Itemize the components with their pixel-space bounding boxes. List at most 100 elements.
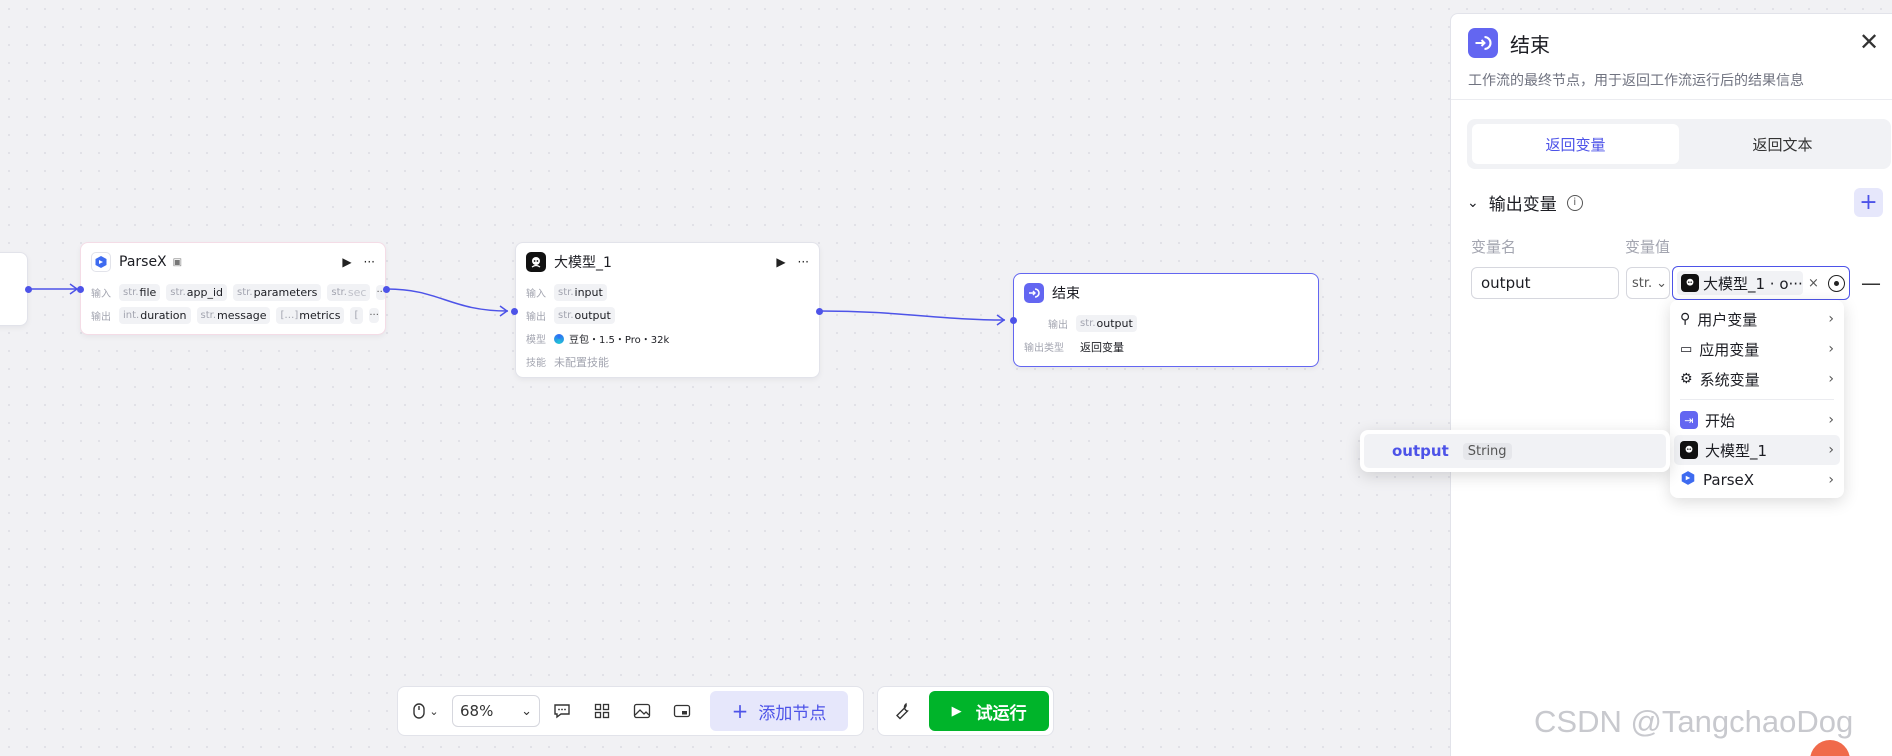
debug-settings-icon[interactable] (882, 693, 925, 729)
minimap-icon[interactable] (664, 693, 700, 729)
node-title: ParseX (119, 254, 167, 270)
test-run-button[interactable]: ▶ 试运行 (929, 691, 1049, 731)
end-node[interactable]: 结束 输出 str.output 输出类型 返回变量 (1013, 273, 1319, 367)
chevron-right-icon: › (1828, 472, 1834, 488)
parsex-icon (1680, 470, 1696, 490)
chevron-down-icon[interactable]: ⌄ (1467, 194, 1479, 211)
watermark: CSDN @TangchaoDog (1534, 704, 1854, 739)
remove-variable-button[interactable]: — (1861, 271, 1881, 295)
more-options-icon[interactable]: ··· (797, 255, 809, 269)
folder-icon: ▭ (1680, 341, 1693, 357)
chevron-right-icon: › (1828, 442, 1834, 458)
tab-return-variable[interactable]: 返回变量 (1472, 124, 1679, 164)
var-type-select[interactable]: str. ⌄ (1626, 267, 1670, 299)
variable-picker-icon[interactable] (1828, 274, 1845, 292)
output-tag-message: str.message (196, 307, 271, 324)
end-output-type-row: 输出类型 返回变量 (1014, 335, 1318, 358)
output-vars-section-header[interactable]: ⌄ 输出变量 i (1467, 190, 1583, 215)
input-tag-file: str.file (119, 284, 161, 301)
output-type-label: 输出类型 (1024, 343, 1064, 354)
comment-icon[interactable] (544, 693, 580, 729)
close-icon[interactable]: ✕ (1858, 28, 1880, 56)
more-options-icon[interactable]: ··· (363, 255, 375, 269)
layout-icon[interactable] (584, 693, 620, 729)
chevron-down-icon: ⌄ (521, 703, 532, 719)
user-icon: ⚲ (1680, 311, 1691, 327)
plus-icon: + (731, 699, 749, 723)
output-label: 输出 (526, 312, 546, 323)
output-tag: str.output (554, 307, 615, 324)
interaction-mode-button[interactable]: ⌄ (404, 693, 448, 729)
input-label: 输入 (91, 289, 111, 300)
node-title: 结束 (1052, 286, 1080, 302)
start-output-port[interactable] (25, 286, 32, 293)
start-node-partial[interactable] (0, 252, 28, 326)
run-toolbar: ▶ 试运行 (877, 686, 1054, 736)
llm-output-port[interactable] (816, 308, 823, 315)
ref-tag: 大模型_1 · o··· (1677, 271, 1803, 295)
output-label: 输出 (91, 312, 111, 323)
dropdown-item-parsex[interactable]: ParseX › (1674, 465, 1840, 495)
add-node-button[interactable]: + 添加节点 (710, 691, 848, 731)
panel-title: 结束 (1510, 32, 1550, 57)
avatar (1810, 740, 1850, 756)
clear-icon[interactable]: × (1808, 275, 1819, 291)
panel-description: 工作流的最终节点，用于返回工作流运行后的结果信息 (1468, 73, 1804, 89)
llm-input-port[interactable] (511, 308, 518, 315)
chevron-right-icon: › (1828, 371, 1834, 387)
skill-label: 技能 (526, 358, 546, 369)
input-tag: str.input (554, 284, 607, 301)
output-type-value: 返回变量 (1080, 340, 1124, 354)
parsex-node[interactable]: ParseX ▣ ▶ ··· 输入 str.file str.app_id st… (80, 242, 386, 335)
llm-input-row: 输入 str.input (516, 281, 819, 304)
llm-icon (526, 252, 546, 272)
var-name-input[interactable]: output (1471, 267, 1619, 299)
submenu-var-name: output (1392, 442, 1449, 460)
llm-model-row: 模型 豆包・1.5・Pro・32k (516, 327, 819, 350)
end-input-port[interactable] (1010, 317, 1017, 324)
var-reference-select[interactable]: 大模型_1 · o··· × (1672, 266, 1850, 300)
run-node-icon[interactable]: ▶ (342, 255, 352, 269)
end-icon (1468, 28, 1498, 58)
submenu-item-output[interactable]: output String (1364, 434, 1666, 468)
run-node-icon[interactable]: ▶ (776, 255, 786, 269)
llm-icon (1681, 274, 1699, 292)
start-icon: ⇥ (1680, 411, 1698, 429)
outputs-more-button[interactable]: ··· (369, 308, 379, 323)
parsex-input-port[interactable] (77, 286, 84, 293)
inputs-more-button[interactable]: ··· (376, 285, 385, 300)
input-tag-parameters: str.parameters (233, 284, 322, 301)
end-node-panel: 结束 ✕ 工作流的最终节点，用于返回工作流运行后的结果信息 返回变量 返回文本 … (1450, 13, 1892, 756)
input-label: 输入 (526, 289, 546, 300)
submenu-var-type: String (1462, 442, 1512, 460)
variable-dropdown: ⚲ 用户变量 › ▭ 应用变量 › ⚙ 系统变量 › ⇥ 开始 › 大模型_1 … (1670, 300, 1844, 498)
parsex-output-port[interactable] (383, 286, 390, 293)
info-icon[interactable]: i (1566, 194, 1583, 211)
output-tag-metrics: […]metrics (276, 307, 345, 324)
zoom-select[interactable]: 68% ⌄ (452, 695, 540, 727)
col-var-value: 变量值 (1625, 238, 1671, 256)
output-tag: str.output (1076, 315, 1137, 332)
output-label: 输出 (1048, 320, 1068, 331)
doubao-icon (554, 333, 564, 344)
llm-skill-row: 技能 未配置技能 (516, 350, 819, 373)
input-tag-app-id: str.app_id (166, 284, 228, 301)
output-tag-duration: int.duration (119, 307, 191, 324)
llm-node[interactable]: 大模型_1 ▶ ··· 输入 str.input 输出 str.output 模… (515, 242, 820, 378)
model-value: 豆包・1.5・Pro・32k (569, 335, 670, 346)
dropdown-item-llm[interactable]: 大模型_1 › (1674, 435, 1840, 465)
input-tag-sec: str.sec (327, 284, 371, 301)
chevron-down-icon: ⌄ (1656, 275, 1668, 291)
dropdown-item-start[interactable]: ⇥ 开始 › (1674, 405, 1840, 435)
end-icon (1024, 283, 1044, 303)
dropdown-item-user-vars[interactable]: ⚲ 用户变量 › (1680, 310, 1834, 329)
image-icon[interactable] (624, 693, 660, 729)
dropdown-item-app-vars[interactable]: ▭ 应用变量 › (1680, 340, 1834, 359)
tab-return-text[interactable]: 返回文本 (1752, 135, 1813, 154)
add-variable-button[interactable]: + (1854, 188, 1883, 217)
output-tag-hidden: [ (350, 307, 364, 324)
parsex-outputs-row: 输出 int.duration str.message […]metrics [… (81, 304, 385, 327)
dropdown-item-system-vars[interactable]: ⚙ 系统变量 › (1680, 370, 1834, 389)
variable-submenu: output String (1360, 430, 1670, 472)
llm-output-row: 输出 str.output (516, 304, 819, 327)
